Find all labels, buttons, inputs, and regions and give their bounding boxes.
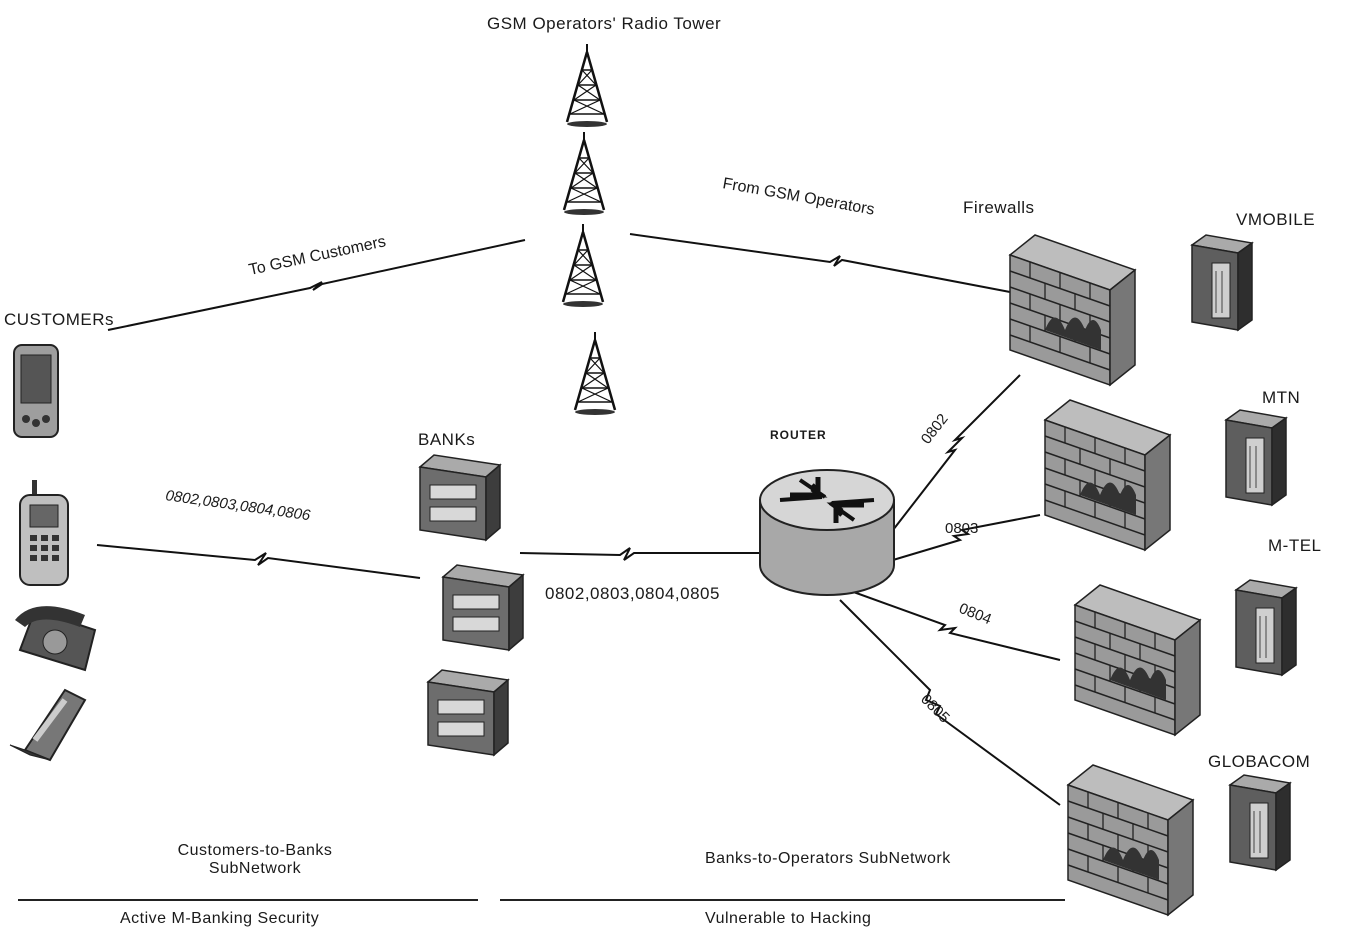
radio-tower-icon <box>562 130 606 217</box>
subnet-left-label: Customers-to-Banks SubNetwork <box>150 842 360 878</box>
customers-label: CUSTOMERs <box>4 310 114 329</box>
link-0803 <box>892 514 1041 561</box>
operator-label-mtel: M-TEL <box>1268 536 1322 555</box>
cell-phone-icon <box>19 480 69 586</box>
footer-right-label: Vulnerable to Hacking <box>705 910 872 927</box>
operator-label-vmobile: VMOBILE <box>1236 210 1316 229</box>
router-icon <box>759 469 895 596</box>
code-0802-label: 0802 <box>918 411 952 448</box>
subnet-left-line2: SubNetwork <box>208 860 302 877</box>
router-link-codes-label: 0802,0803,0804,0805 <box>545 584 720 603</box>
firewall-icon <box>1009 234 1136 386</box>
radio-tower-icon <box>565 42 609 129</box>
operators-link <box>629 233 1011 293</box>
subnet-right-label: Banks-to-Operators SubNetwork <box>705 850 951 867</box>
firewall-icon <box>1044 399 1171 551</box>
from-operators-label: From GSM Operators <box>721 175 875 218</box>
firewall-icon <box>1067 764 1194 916</box>
banks-label: BANKs <box>418 430 476 449</box>
firewalls-label: Firewalls <box>963 198 1035 217</box>
link-lines <box>96 233 1061 806</box>
firewall-icon <box>1074 584 1201 736</box>
operator-server-icon <box>1191 234 1253 331</box>
bank-server-icon <box>427 669 509 756</box>
bank-server-icon <box>442 564 524 651</box>
radio-tower-icon <box>561 222 605 309</box>
operator-server-icon <box>1229 774 1291 871</box>
bank-link <box>96 544 421 579</box>
footer-left-label: Active M-Banking Security <box>120 910 320 927</box>
desk-phone-icon <box>15 606 97 672</box>
code-0804-label: 0804 <box>957 600 994 628</box>
customers-link <box>107 239 526 331</box>
link-0804 <box>847 589 1061 661</box>
tower-title: GSM Operators' Radio Tower <box>487 14 722 33</box>
to-customers-label: To GSM Customers <box>247 233 387 279</box>
bank-link-codes-label: 0802,0803,0804,0806 <box>164 487 312 524</box>
code-0805-label: 0805 <box>917 691 953 727</box>
link-0805 <box>839 599 1061 806</box>
router-label: ROUTER <box>770 428 827 442</box>
radio-tower-icon <box>573 330 617 417</box>
operator-server-icon <box>1225 409 1287 506</box>
operator-label-globacom: GLOBACOM <box>1208 752 1311 771</box>
code-0803-label: 0803 <box>945 520 978 537</box>
pda-icon <box>13 344 59 438</box>
link-0802 <box>892 374 1021 531</box>
subnet-left-line1: Customers-to-Banks <box>177 842 333 859</box>
operator-server-icon <box>1235 579 1297 676</box>
router-link <box>519 547 760 561</box>
bank-server-icon <box>419 454 501 541</box>
flip-phone-icon <box>9 688 87 762</box>
operator-label-mtn: MTN <box>1262 388 1301 407</box>
